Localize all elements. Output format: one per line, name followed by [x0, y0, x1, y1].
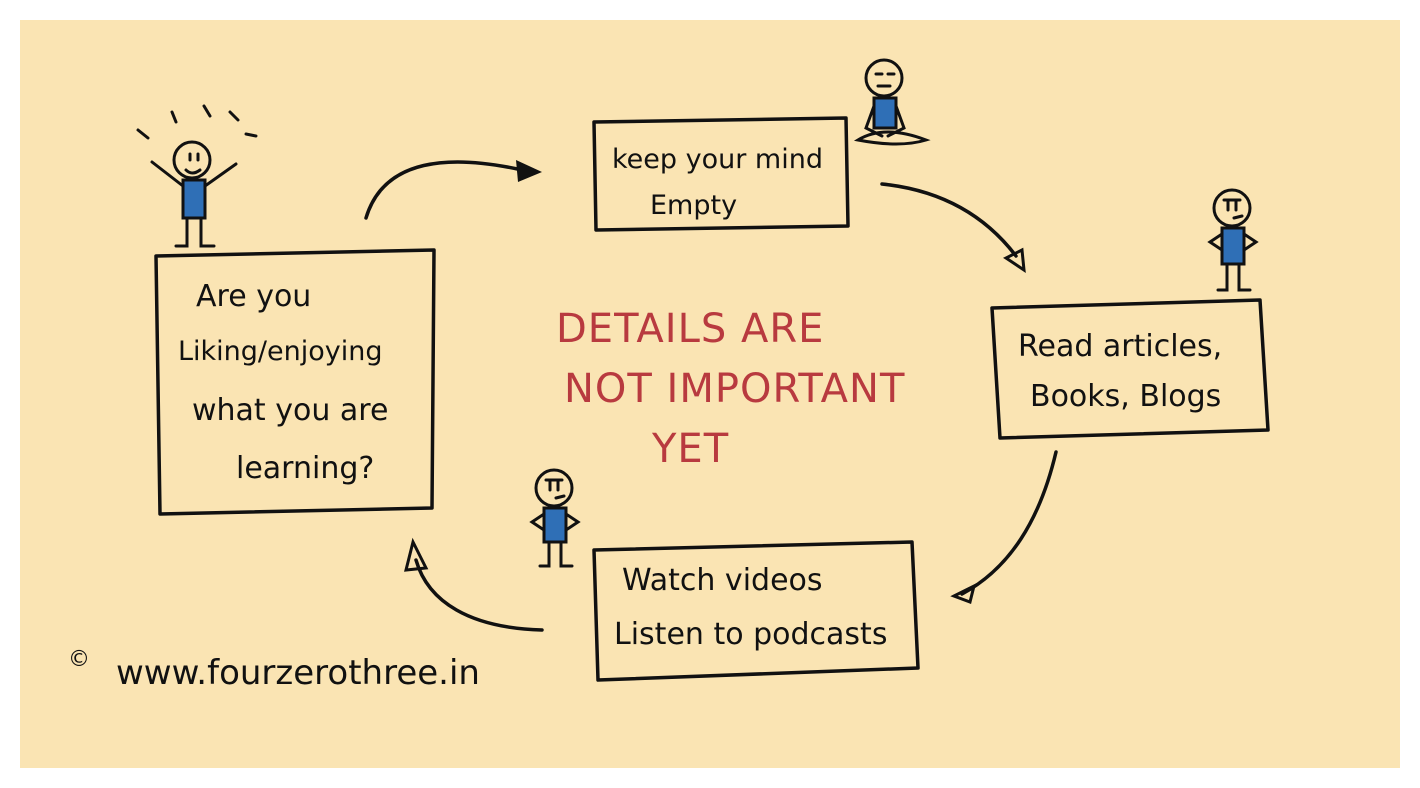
mind-box-border [592, 116, 850, 232]
read-line-1: Read articles, [1018, 329, 1222, 364]
figure-leg [538, 540, 551, 568]
mind-line-1: keep your mind [612, 144, 823, 175]
arrow-mind-to-read [880, 182, 1026, 274]
figure-eyes [1222, 198, 1242, 212]
sketch-canvas: Are you Liking/enjoying what you are lea… [20, 20, 1400, 768]
read-line-2: Books, Blogs [1030, 379, 1221, 414]
copyright-symbol: © [68, 647, 90, 672]
arrow-learning-to-mind [364, 160, 542, 220]
arrow-2-shaft [880, 182, 1018, 258]
arrow-4-head [404, 537, 429, 572]
figure-mouth [554, 494, 566, 500]
center-message-line-3: YET [651, 426, 729, 472]
arrow-3-shaft [960, 450, 1058, 596]
figure-shirt [872, 96, 898, 130]
happy-stick-figure [136, 104, 258, 248]
excitement-mark [170, 110, 178, 124]
figure-arm [203, 162, 238, 188]
figure-arm [1242, 232, 1259, 252]
mind-box: keep your mind Empty [592, 116, 850, 232]
excitement-mark [228, 110, 240, 122]
center-message: DETAILS ARE NOT IMPORTANT YET [556, 306, 905, 472]
figure-eyes [188, 152, 200, 162]
read-box: Read articles, Books, Blogs [990, 298, 1270, 440]
arrow-read-to-watch [950, 450, 1058, 604]
learning-box-border [154, 248, 436, 516]
excitement-mark [244, 132, 258, 138]
thinking-stick-figure [529, 468, 581, 568]
credit: © www.fourzerothree.in [68, 647, 480, 693]
learning-line-1: Are you [196, 279, 311, 314]
figure-leg [1216, 262, 1229, 292]
figure-crossed-legs [853, 130, 931, 146]
meditating-stick-figure [853, 58, 931, 146]
figure-mouth [1232, 214, 1244, 220]
figure-arm [1207, 232, 1224, 252]
thinking-stick-figure [1207, 188, 1259, 292]
credit-site: www.fourzerothree.in [116, 653, 480, 693]
watch-box-border [592, 540, 920, 682]
figure-eyes [544, 478, 564, 492]
learning-box: Are you Liking/enjoying what you are lea… [154, 248, 436, 516]
learning-line-2: Liking/enjoying [178, 336, 383, 367]
watch-line-1: Watch videos [622, 563, 823, 598]
arrow-1-head [516, 160, 542, 182]
figure-leg [199, 216, 216, 248]
learning-line-3: what you are [192, 393, 388, 428]
figure-leg [559, 540, 574, 568]
arrow-watch-to-learning [404, 537, 544, 632]
figure-shirt [181, 178, 207, 220]
arrow-4-shaft [414, 558, 544, 632]
arrow-2-head [1003, 247, 1026, 274]
figure-leg [1237, 262, 1252, 292]
figure-shirt [1220, 226, 1246, 266]
figure-arm [564, 512, 581, 532]
figure-head [1212, 188, 1252, 228]
diagram-background [20, 20, 1400, 768]
figure-head [864, 58, 904, 98]
excitement-mark [202, 104, 212, 118]
read-box-border [990, 298, 1270, 440]
center-message-line-2: NOT IMPORTANT [564, 366, 905, 412]
figure-leg [174, 216, 189, 248]
learning-line-4: learning? [236, 451, 374, 486]
figure-arm [529, 512, 546, 532]
figure-head [534, 468, 574, 508]
figure-shirt [542, 506, 568, 544]
excitement-mark [136, 128, 150, 140]
figure-smile [184, 168, 202, 175]
center-message-line-1: DETAILS ARE [556, 306, 824, 352]
watch-line-2: Listen to podcasts [614, 617, 887, 652]
arrow-3-head [950, 583, 977, 604]
figure-head [172, 140, 212, 180]
mind-line-2: Empty [650, 190, 737, 221]
arrow-1-shaft [364, 160, 524, 220]
watch-box: Watch videos Listen to podcasts [592, 540, 920, 682]
figure-arm [150, 160, 185, 188]
cycle-diagram: Are you Liking/enjoying what you are lea… [20, 20, 1400, 768]
